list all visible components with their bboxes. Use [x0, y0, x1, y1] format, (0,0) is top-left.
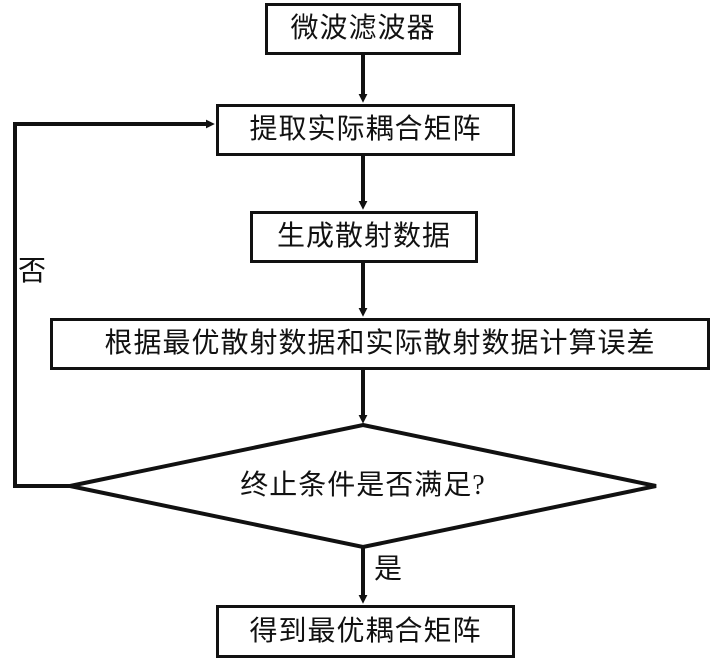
node-start[interactable]: 微波滤波器 [265, 3, 461, 55]
edge-label-no: 否 [18, 256, 47, 287]
node-extract-coupling-matrix-label: 提取实际耦合矩阵 [249, 114, 482, 145]
node-compute-error-label: 根据最优散射数据和实际散射数据计算误差 [104, 328, 656, 359]
edge-label-yes: 是 [374, 554, 403, 585]
node-start-label: 微波滤波器 [290, 13, 436, 44]
node-generate-scattering-data[interactable]: 生成散射数据 [250, 211, 478, 263]
node-extract-coupling-matrix[interactable]: 提取实际耦合矩阵 [216, 104, 515, 156]
node-optimal-coupling-matrix[interactable]: 得到最优耦合矩阵 [216, 605, 515, 658]
node-compute-error[interactable]: 根据最优散射数据和实际散射数据计算误差 [50, 318, 710, 370]
node-optimal-coupling-matrix-label: 得到最优耦合矩阵 [249, 615, 482, 647]
connector-decision-to-extract-feedback [13, 119, 215, 488]
node-generate-scattering-data-label: 生成散射数据 [276, 221, 451, 252]
node-decision[interactable]: 终止条件是否满足? [140, 456, 586, 516]
node-decision-label: 终止条件是否满足? [240, 470, 486, 501]
